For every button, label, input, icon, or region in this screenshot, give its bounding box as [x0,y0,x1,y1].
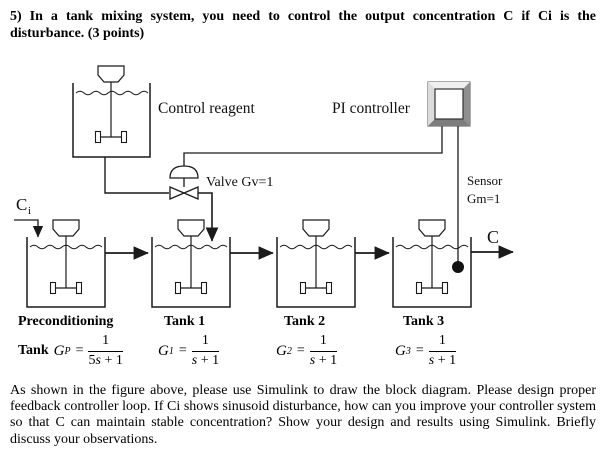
question-title: 5) In a tank mixing system, you need to … [10,9,596,41]
pi-controller-box [427,81,471,127]
tank-caption-title: Tank 3 [403,314,445,329]
tank-2 [276,219,356,308]
control-reagent-tank [72,65,151,158]
c-outlet-label: C [487,227,499,247]
tank-caption-title: Preconditioning [18,314,114,329]
sensor-label-line1: Sensor [467,173,503,188]
ci-inlet-subscript: i [28,205,31,217]
tank-system-diagram: Control reagent PI controller Valve Gv=1… [14,65,514,308]
ci-inlet-arrow [14,219,44,238]
reagent-pipe [104,157,169,194]
control-signal-line [183,126,443,166]
tank-caption-title2: Tank [18,343,49,358]
tank-1 [151,219,231,308]
valve-outlet-arrow [198,192,219,242]
sensor-label-line2: Gm=1 [467,191,500,206]
sensor-probe-icon [452,261,464,273]
question-body-text: As shown in the figure above, please use… [10,383,596,447]
preconditioning-tank [26,219,106,308]
control-reagent-label: Control reagent [158,100,256,117]
stirrer-motor-icon [97,65,125,83]
tank-caption-title: Tank 2 [284,314,326,329]
pi-controller-label: PI controller [332,100,411,117]
control-valve-icon [169,165,199,200]
ci-inlet-label: C [16,195,27,214]
tank-caption-title: Tank 1 [164,314,206,329]
valve-label: Valve Gv=1 [206,175,273,190]
